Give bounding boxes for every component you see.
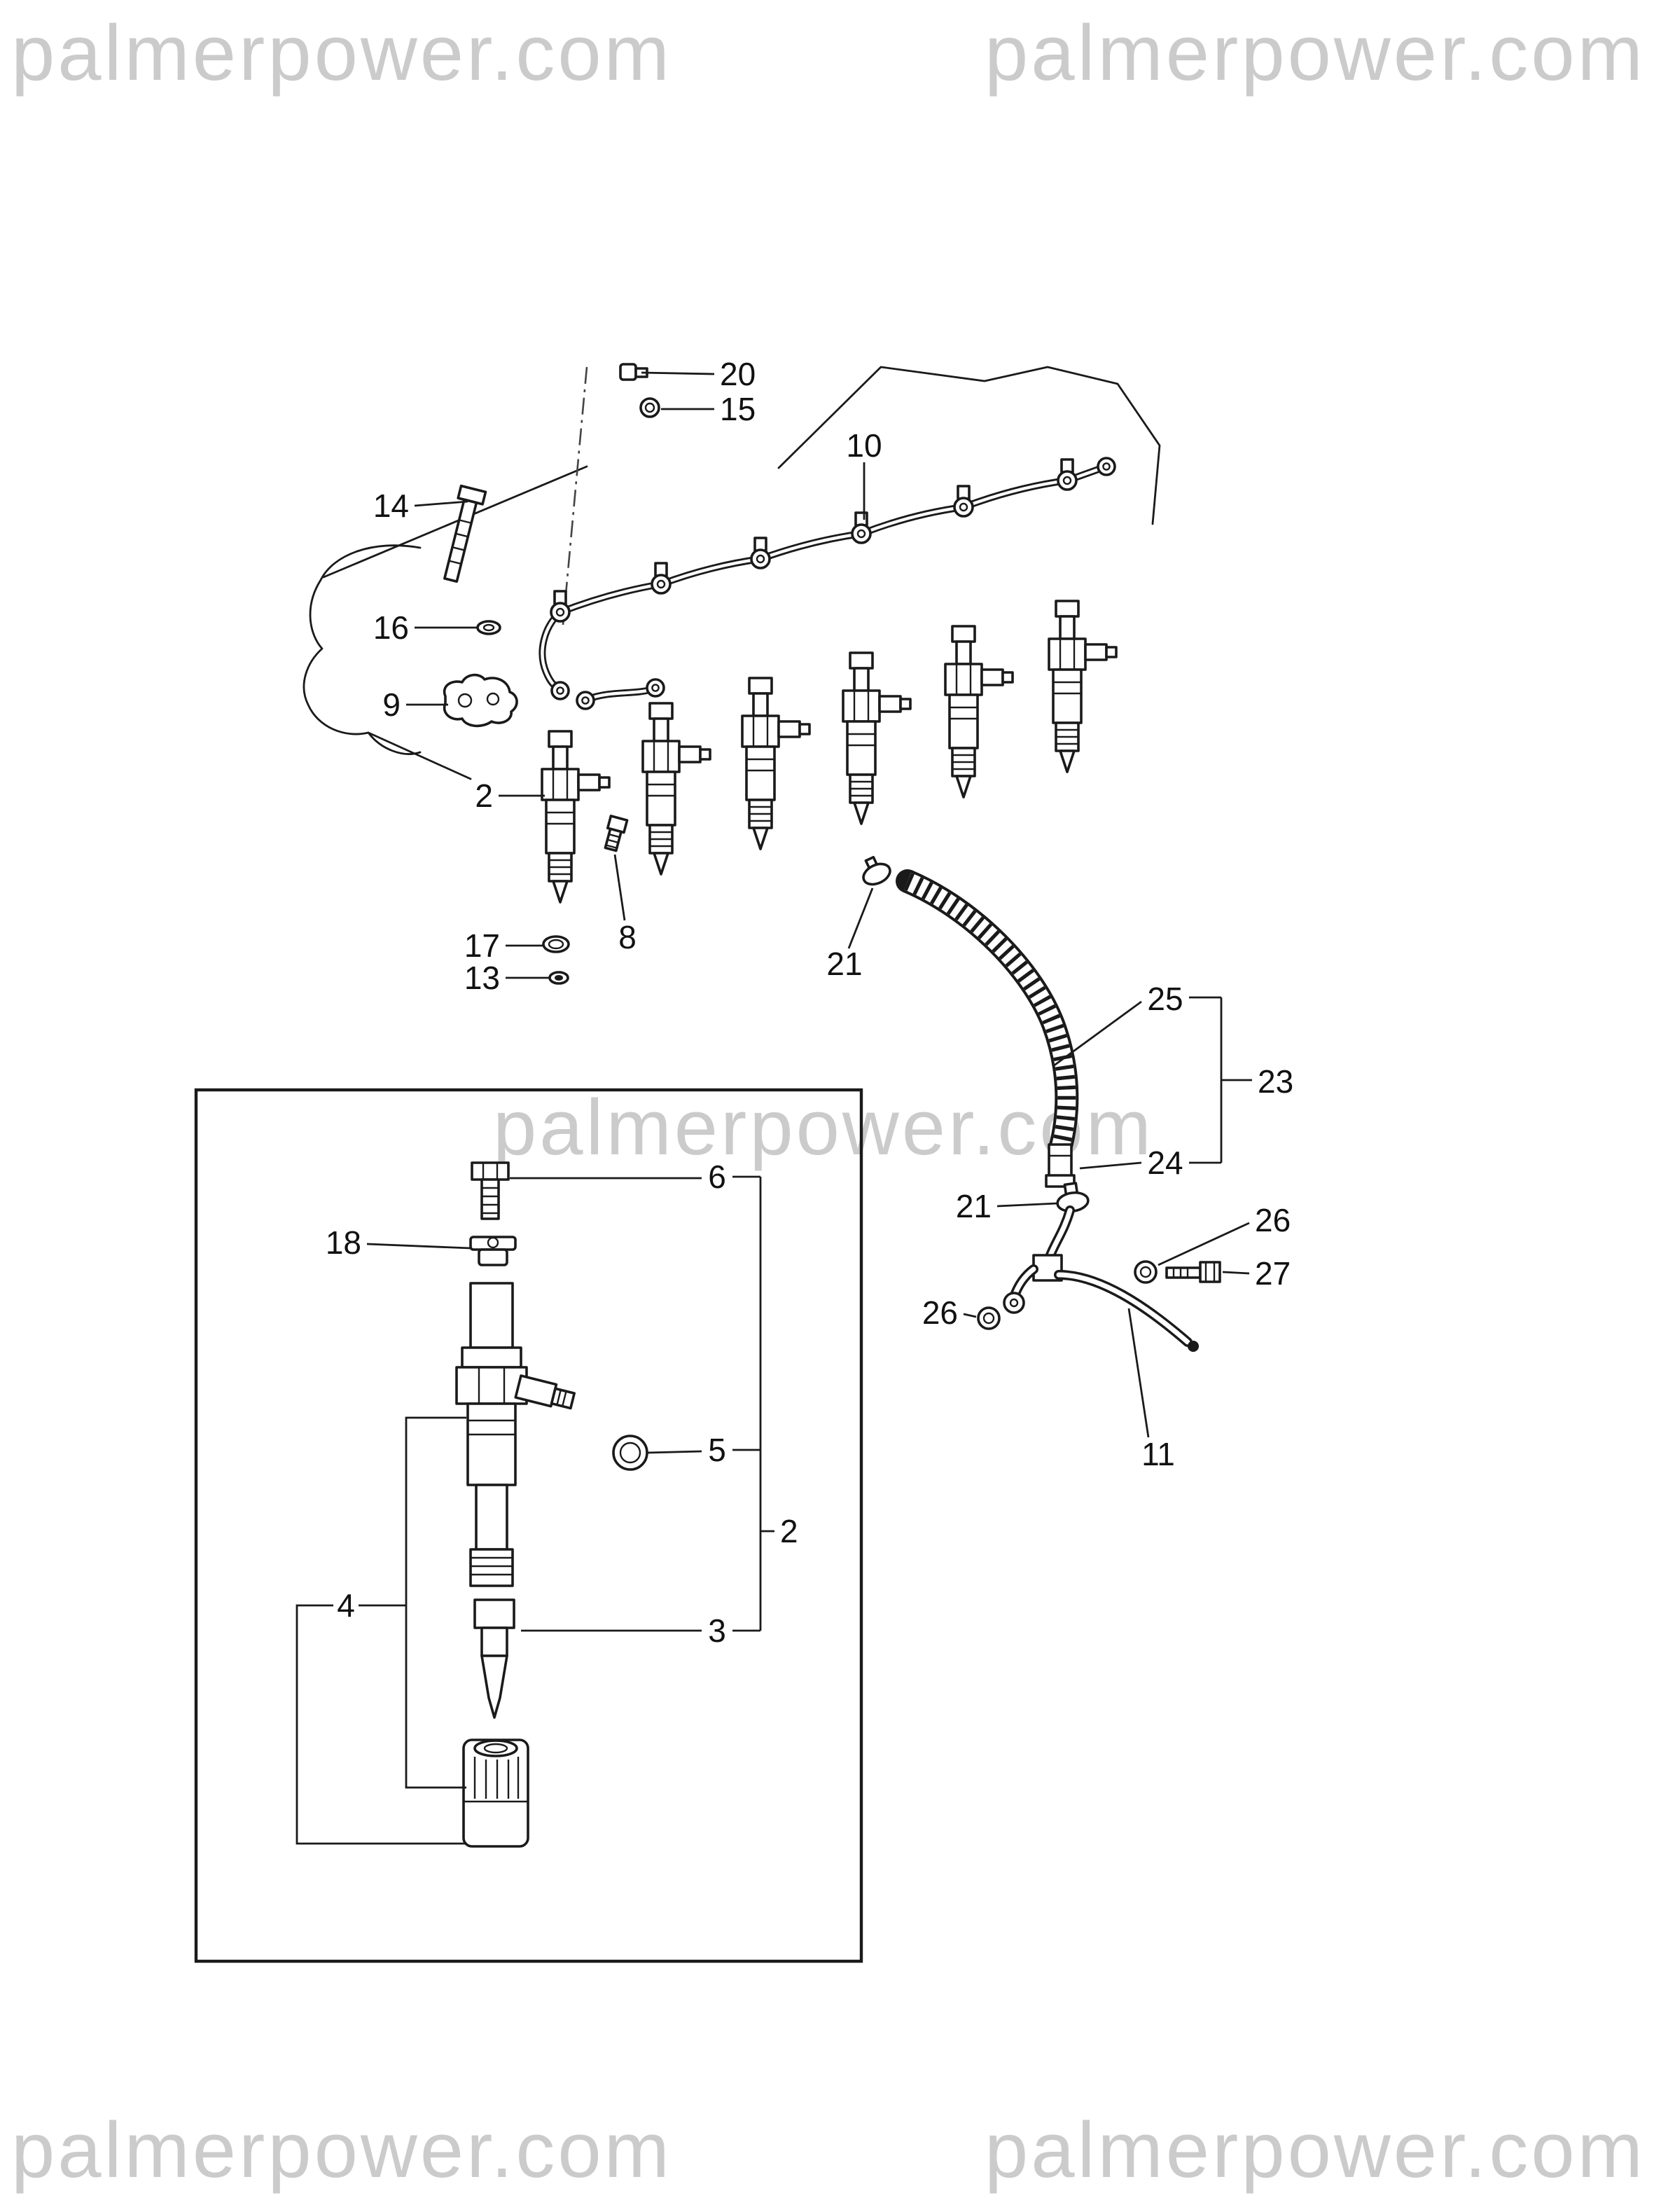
callout-21-hose-bottom: 21: [956, 1188, 992, 1224]
callout-15: 15: [720, 391, 756, 427]
callout-13: 13: [464, 960, 500, 996]
injector-1: [541, 730, 611, 904]
injector-4: [842, 651, 912, 825]
part-15-nut: [639, 397, 660, 418]
part-26-washer-right: [1134, 1260, 1158, 1284]
centerline: [562, 366, 588, 625]
watermark-middle: palmerpower.com: [493, 1084, 1154, 1171]
part-9-clamp-bracket: [443, 673, 518, 728]
injector-2: [641, 702, 711, 876]
injector-6: [1048, 600, 1118, 773]
watermark-top-right: palmerpower.com: [985, 9, 1646, 97]
inset-detail-box: [194, 1088, 863, 1963]
callout-23: 23: [1258, 1063, 1293, 1100]
callout-16: 16: [373, 609, 409, 646]
callout-4: 4: [337, 1587, 355, 1624]
part-18-retaining-clamp: [469, 1236, 517, 1266]
injector-5: [944, 625, 1014, 799]
injector-3: [741, 677, 811, 850]
callout-5: 5: [708, 1432, 726, 1468]
part-6-bolt: [471, 1161, 510, 1220]
part-25-corrugated-hose: [896, 869, 1079, 1161]
callout-11: 11: [1141, 1436, 1175, 1472]
part-8-fitting: [604, 815, 629, 852]
callout-25: 25: [1147, 981, 1183, 1017]
watermark-top-left: palmerpower.com: [11, 9, 672, 97]
part-27-eye-bolt: [1165, 1261, 1221, 1283]
part-13-washer: [548, 971, 569, 985]
callout-18: 18: [326, 1224, 361, 1261]
part-10-leakoff-pipe: [538, 457, 1116, 710]
watermark-bottom-left: palmerpower.com: [11, 2106, 672, 2194]
engine-outline: [303, 366, 1161, 780]
callout-26-left: 26: [922, 1294, 958, 1331]
part-11-return-pipe: [1003, 1205, 1199, 1352]
part-5-oring: [612, 1435, 648, 1471]
callout-26-right: 26: [1255, 1202, 1291, 1238]
callout-10: 10: [846, 427, 882, 464]
callout-labels: 20 15 14 10 16 9 2 17 8 13 21 25 23 24 2…: [326, 356, 1293, 1649]
watermark-bottom-right: palmerpower.com: [985, 2106, 1646, 2194]
part-14-bolt: [443, 484, 487, 583]
callout-3: 3: [708, 1612, 726, 1649]
callout-6: 6: [708, 1159, 726, 1195]
part-17-oring: [542, 935, 570, 953]
callout-20: 20: [720, 356, 756, 392]
callout-21-hose-top: 21: [826, 946, 862, 982]
part-2-injectors: [541, 600, 1118, 904]
callout-17: 17: [464, 927, 500, 964]
callout-9: 9: [382, 686, 401, 723]
leader-lines: [296, 371, 1252, 1845]
part-16-washer: [476, 620, 501, 635]
part-3-nozzle: [473, 1598, 515, 1719]
part-26-washer-left: [977, 1306, 1001, 1330]
callout-2-inset: 2: [780, 1513, 798, 1549]
callout-14: 14: [373, 488, 409, 524]
callout-24: 24: [1147, 1145, 1183, 1181]
callout-2-main: 2: [475, 777, 493, 814]
part-21-clamp-top: [862, 855, 891, 886]
inset-injector-body: [455, 1282, 576, 1587]
callout-27: 27: [1255, 1255, 1291, 1292]
part-24-hose-end: [1045, 1143, 1076, 1188]
callout-8: 8: [618, 919, 637, 955]
part-4-nozzle-case: [462, 1739, 529, 1848]
